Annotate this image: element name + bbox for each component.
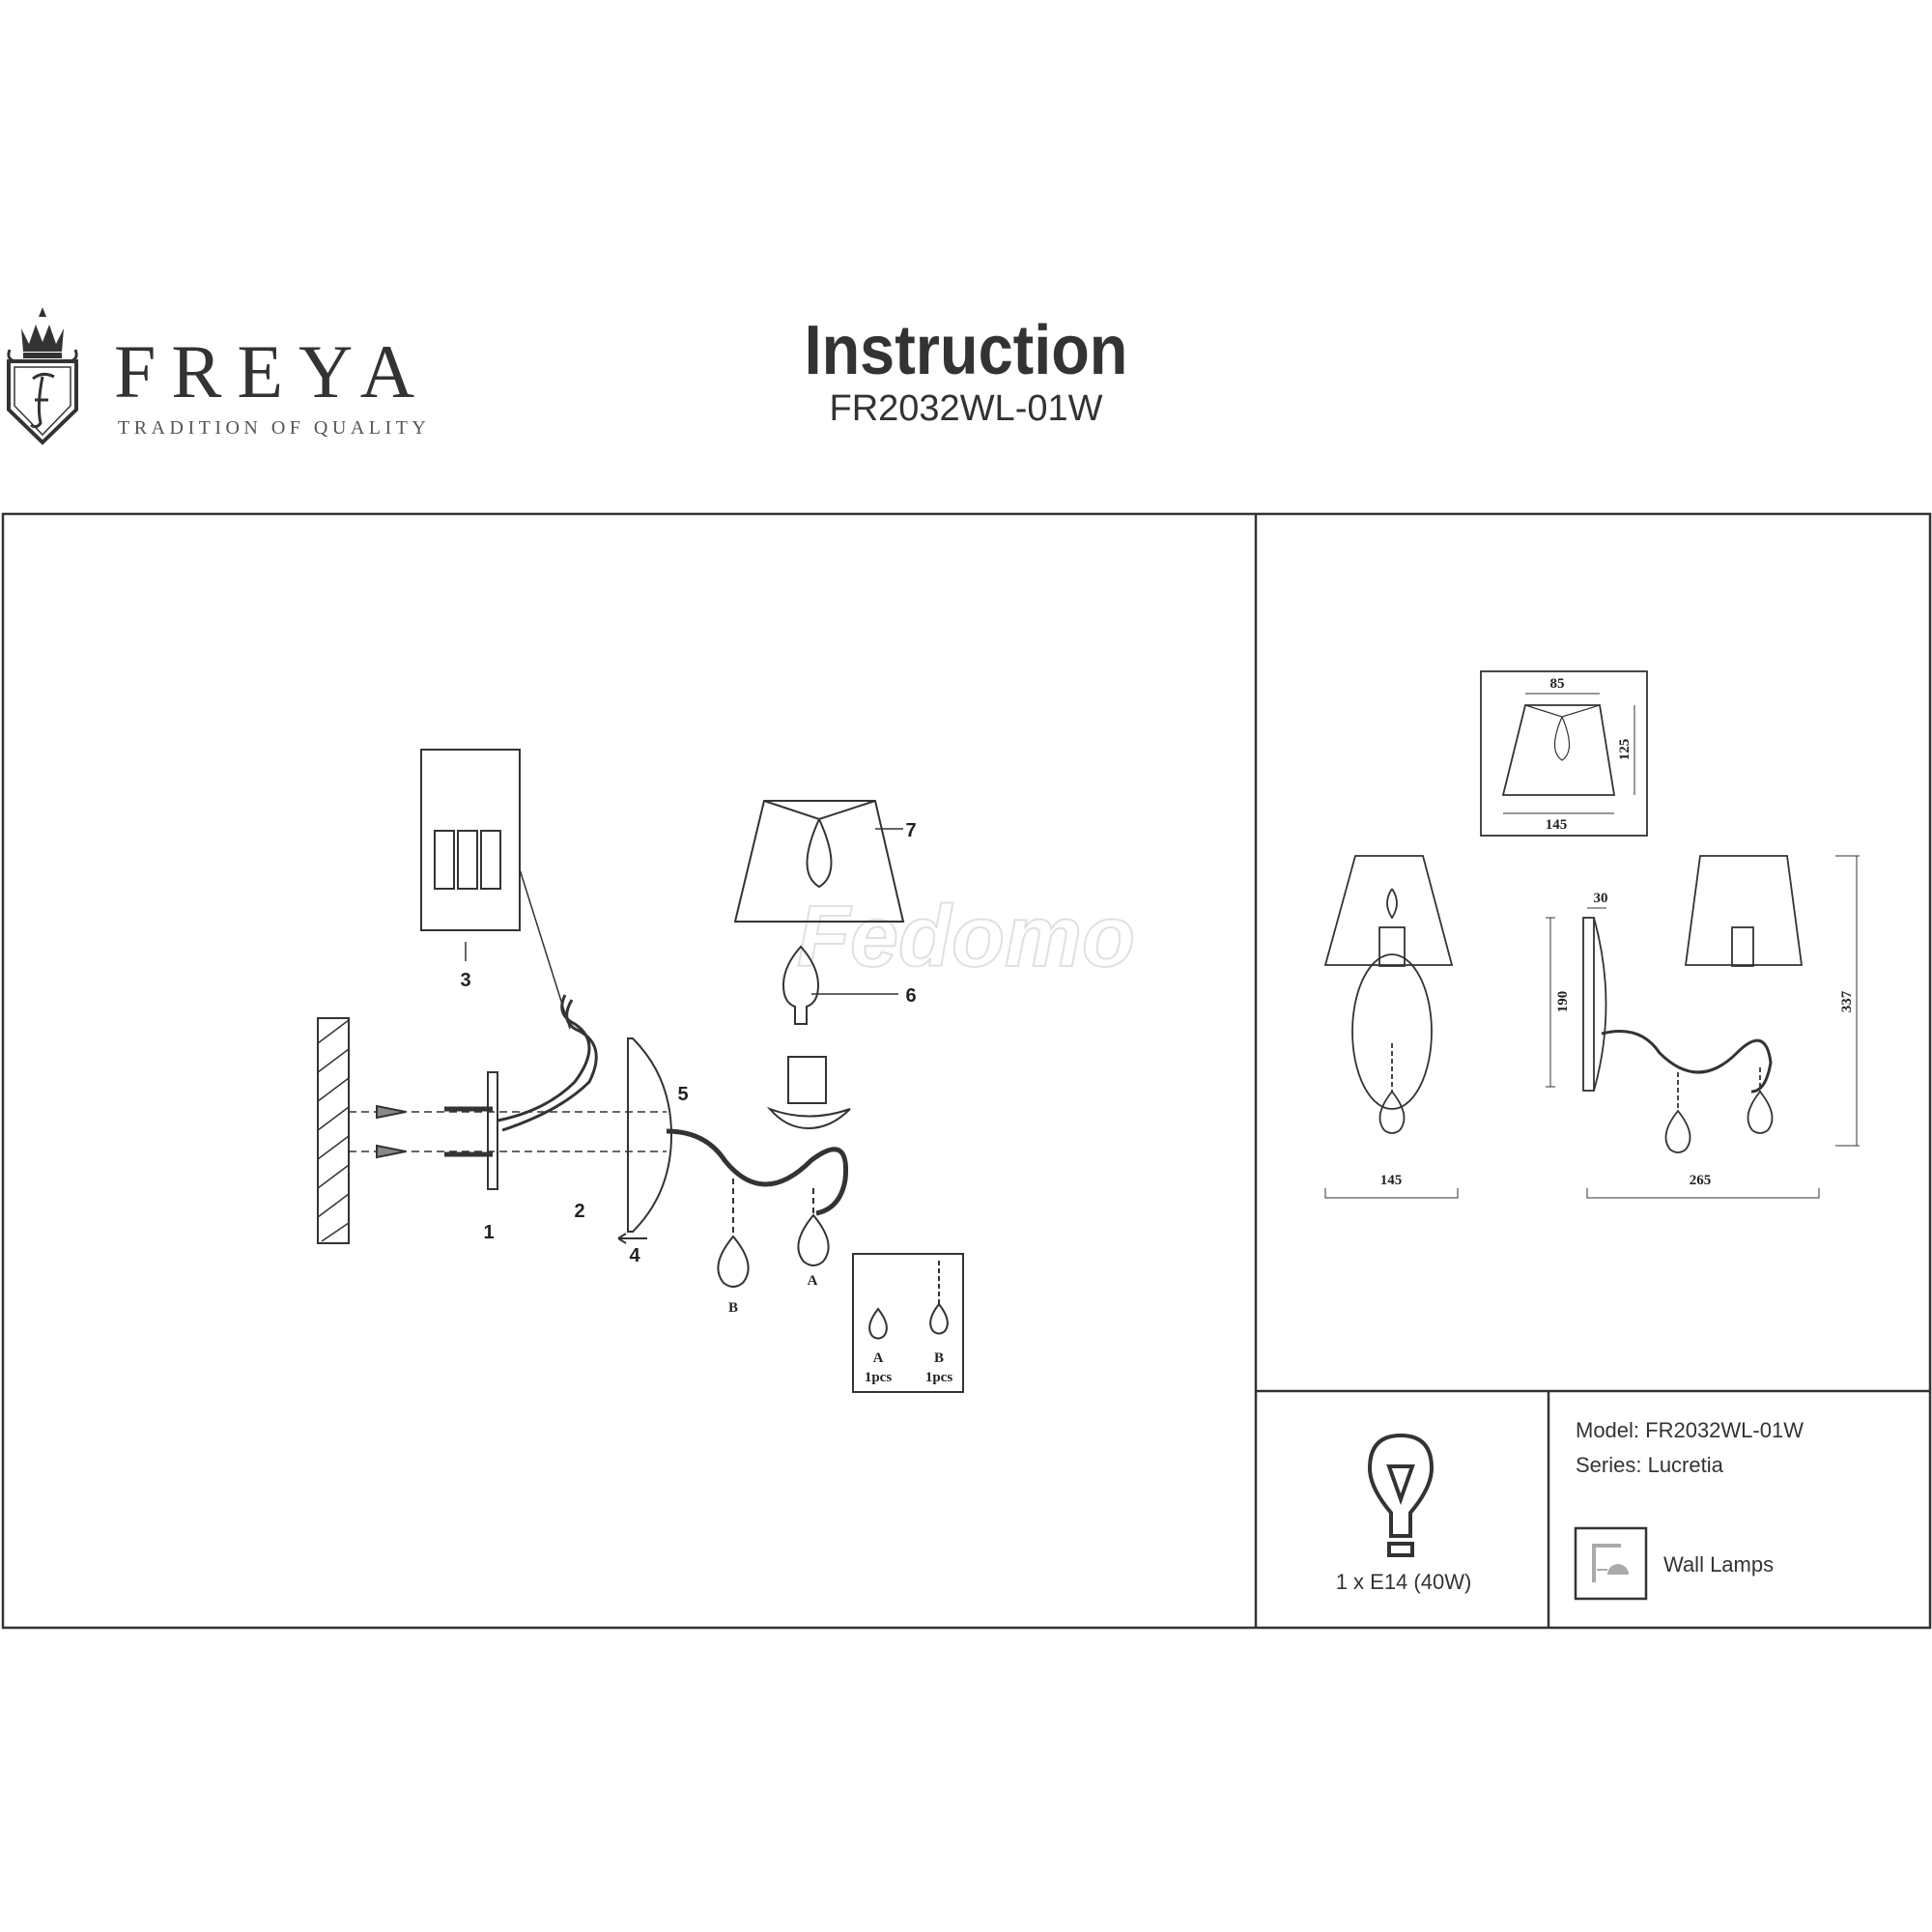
dim-plate-depth: 30 — [1594, 891, 1608, 906]
brand-tagline: TRADITION OF QUALITY — [118, 417, 431, 439]
dim-front-width: 145 — [1380, 1173, 1403, 1188]
part-label-6: 6 — [905, 985, 916, 1007]
mounting-plate — [487, 1071, 498, 1190]
crystal-a — [797, 1213, 830, 1266]
freya-crest-logo — [7, 307, 78, 445]
bulb-spec: 1 x E14 (40W) — [1335, 1570, 1472, 1594]
model-label: Model: FR2032WL-01W — [1576, 1418, 1804, 1442]
dim-shade-bottom: 145 — [1546, 817, 1568, 833]
dim-total-height: 337 — [1839, 990, 1855, 1012]
part-label-2: 2 — [574, 1201, 584, 1222]
dim-shade-top: 85 — [1550, 676, 1565, 692]
crystal-label-a: A — [808, 1273, 818, 1289]
part-label-4: 4 — [629, 1245, 640, 1266]
dim-plate-height: 190 — [1555, 991, 1571, 1013]
part-label-3: 3 — [460, 970, 470, 991]
parts-b-label: B — [934, 1350, 944, 1366]
arm — [666, 1128, 849, 1216]
crystal-label-b: B — [728, 1300, 738, 1316]
lamp-shade — [733, 800, 905, 923]
part-label-7: 7 — [905, 820, 916, 841]
wall-hatch — [317, 1019, 350, 1242]
dim-shade-height: 125 — [1617, 739, 1633, 761]
watermark: Fedomo — [797, 889, 1135, 985]
crystal-b — [717, 1235, 750, 1288]
parts-b-qty: 1pcs — [925, 1370, 953, 1385]
canopy — [627, 1037, 673, 1233]
parts-a-qty: 1pcs — [865, 1370, 893, 1385]
wall — [317, 1017, 350, 1244]
part-labels: 1 2 3 4 5 6 7 A B A 1pcs B 1pcs — [460, 820, 952, 1385]
page-title: Instruction — [804, 312, 1128, 389]
dimension-drawings — [1323, 670, 1860, 1199]
parts-box — [852, 1253, 964, 1393]
part-label-5: 5 — [677, 1084, 688, 1105]
frame-lines — [1, 512, 1932, 1630]
dimension-labels: 85 125 145 145 30 190 265 337 — [1380, 676, 1855, 1188]
parts-a-label: A — [873, 1350, 884, 1366]
dim-total-depth: 265 — [1690, 1173, 1712, 1188]
category-label: Wall Lamps — [1663, 1552, 1775, 1577]
wall-lamp-icon — [1574, 1526, 1648, 1601]
bulb — [781, 945, 820, 1025]
model-code: FR2032WL-01W — [829, 388, 1103, 429]
series-label: Series: Lucretia — [1576, 1453, 1723, 1477]
part-label-1: 1 — [483, 1222, 494, 1243]
brand-name: FREYA — [114, 329, 431, 413]
bulb-icon — [1367, 1433, 1435, 1557]
terminal-box — [420, 749, 521, 931]
